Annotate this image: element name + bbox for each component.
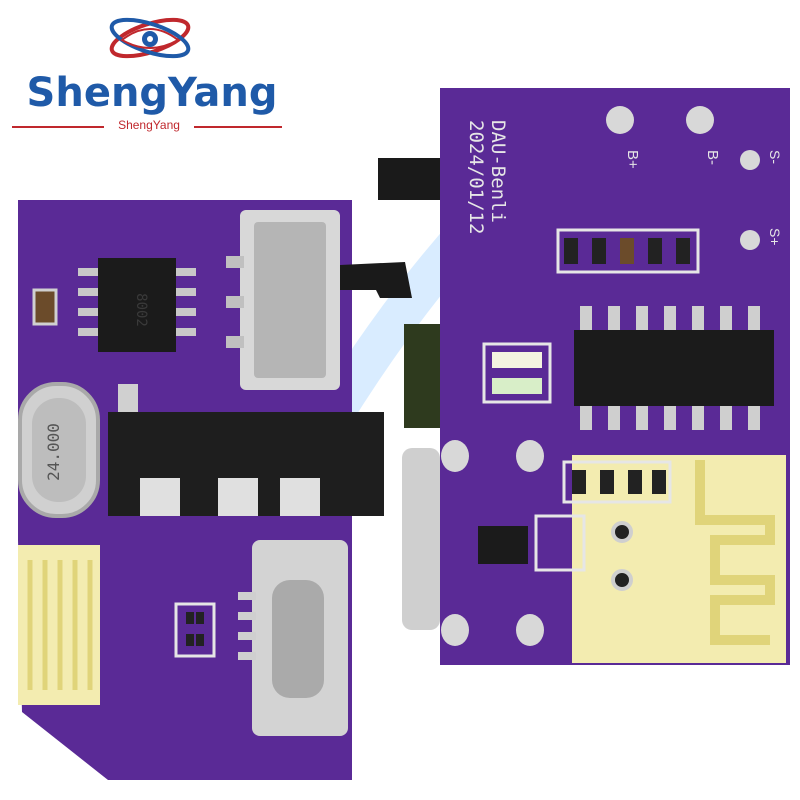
audio-jack-side: [404, 324, 440, 428]
divider: [12, 126, 104, 128]
brand-name: ShengYang: [26, 70, 278, 116]
crystal-marking: 24.000: [44, 423, 63, 481]
brand-logo: ShengYang ShengYang: [8, 8, 288, 138]
pad-label: S+: [767, 228, 783, 246]
passive-components-row: [556, 228, 700, 274]
brand-subtitle: ShengYang: [104, 118, 194, 132]
model-silkscreen: DAU-Benli: [487, 120, 509, 223]
pad-label: B-: [704, 150, 721, 165]
pad-label: S-: [767, 150, 783, 164]
eye-emblem-icon: [109, 17, 191, 59]
left-pcb-board: 8002 24.000: [18, 200, 412, 780]
soic-chip: [98, 258, 176, 352]
divider: [194, 126, 282, 128]
date-silkscreen: 2024/01/12: [465, 120, 487, 234]
main-soic-chip: [574, 330, 774, 406]
transistor: [478, 526, 528, 564]
right-pcb-board: B+ B- S- S+ 2024/01/12 DAU-Benli: [378, 88, 790, 665]
chip-marking: 8002: [133, 293, 149, 327]
usb-c-side: [402, 448, 440, 630]
switch-lever: [340, 262, 412, 298]
pad-label: B+: [624, 150, 641, 169]
switch-lever: [378, 158, 440, 200]
